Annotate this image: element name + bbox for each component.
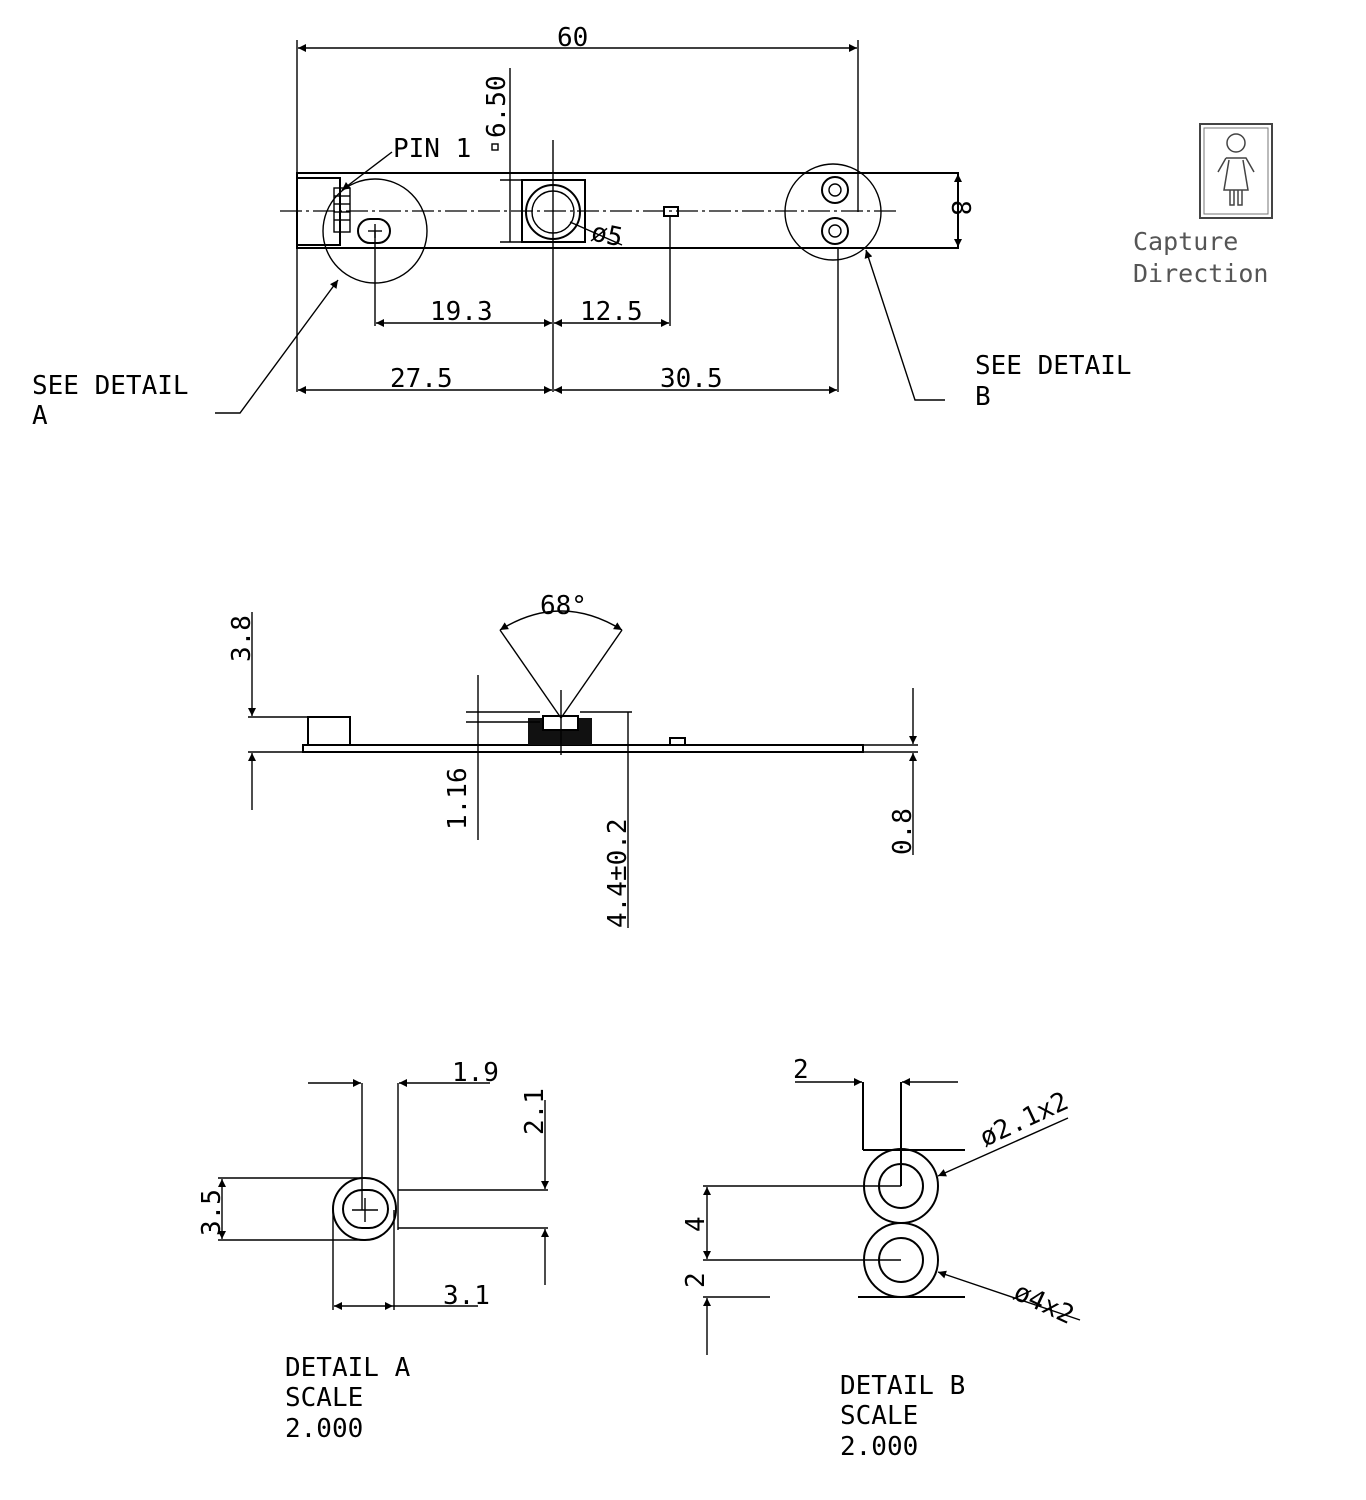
pin-1-label: PIN 1 (393, 134, 471, 164)
detail-b-circle (784, 163, 882, 261)
detail-a-dim-1-9: 1.9 (452, 1058, 499, 1088)
detail-b-dim-2-top: 2 (793, 1055, 809, 1085)
detail-a-dim-2-1: 2.1 (520, 1088, 550, 1135)
see-detail-a-label: SEE DETAIL (32, 371, 189, 401)
detail-b-dim-2-bottom: 2 (681, 1272, 711, 1288)
dim-board-width: 8 (945, 200, 975, 216)
side-view: 3.8 68° 1.16 4.4±0.2 0.8 (227, 591, 918, 928)
detail-a-dim-3-1: 3.1 (443, 1281, 490, 1311)
direction-label: Direction (1133, 259, 1268, 288)
connector-side (307, 716, 351, 746)
dim-board-thickness: 0.8 (888, 808, 918, 855)
led (663, 206, 679, 217)
detail-a-scale-label: SCALE (285, 1383, 363, 1413)
capture-direction: Capture Direction (1133, 123, 1273, 288)
detail-a-scale-value: 2.000 (285, 1414, 363, 1444)
detail-b-title: DETAIL B (840, 1371, 965, 1401)
detail-b-hole-large: ø4x2 (1009, 1277, 1078, 1331)
slot-inner (342, 1189, 389, 1229)
dim-height-offset: 6.50 (482, 75, 512, 138)
lens-diameter-label: ø5 (589, 218, 626, 254)
see-detail-b-letter: B (975, 382, 991, 412)
see-detail-a-letter: A (32, 401, 48, 431)
dim-12-5: 12.5 (580, 297, 643, 327)
detail-b-dim-4: 4 (681, 1216, 711, 1232)
see-detail-b-label: SEE DETAIL (975, 351, 1132, 381)
detail-b-scale-label: SCALE (840, 1401, 918, 1431)
dim-connector-height: 3.8 (227, 615, 257, 662)
detail-b-scale-value: 2.000 (840, 1432, 918, 1462)
fov-angle-label: 68° (540, 591, 587, 621)
detail-a-title: DETAIL A (285, 1353, 411, 1383)
dim-27-5: 27.5 (390, 364, 453, 394)
dim-19-3: 19.3 (430, 297, 493, 327)
detail-a: 1.9 2.1 3.5 3.1 DETAIL A SCALE 2.000 (197, 1058, 550, 1444)
capture-label: Capture (1133, 227, 1238, 256)
detail-b-hole-small: ø2.1x2 (975, 1086, 1073, 1153)
pin-header (333, 187, 351, 233)
top-view: ø5 60 6.50 PIN 1 8 19.3 12.5 27.5 (32, 23, 1132, 431)
pcb (302, 744, 864, 753)
dim-30-5: 30.5 (660, 364, 723, 394)
dim-overall-length: 60 (557, 23, 588, 53)
detail-b: 2 ø2.1x2 4 2 ø4x2 DETAIL B SCALE 2.000 (681, 1055, 1081, 1462)
dim-lens-offset: 1.16 (443, 767, 473, 830)
dim-lens-height: 4.4±0.2 (603, 818, 633, 928)
mount-slot (357, 218, 391, 244)
person-icon (1217, 133, 1255, 206)
detail-a-dim-3-5: 3.5 (197, 1189, 227, 1236)
